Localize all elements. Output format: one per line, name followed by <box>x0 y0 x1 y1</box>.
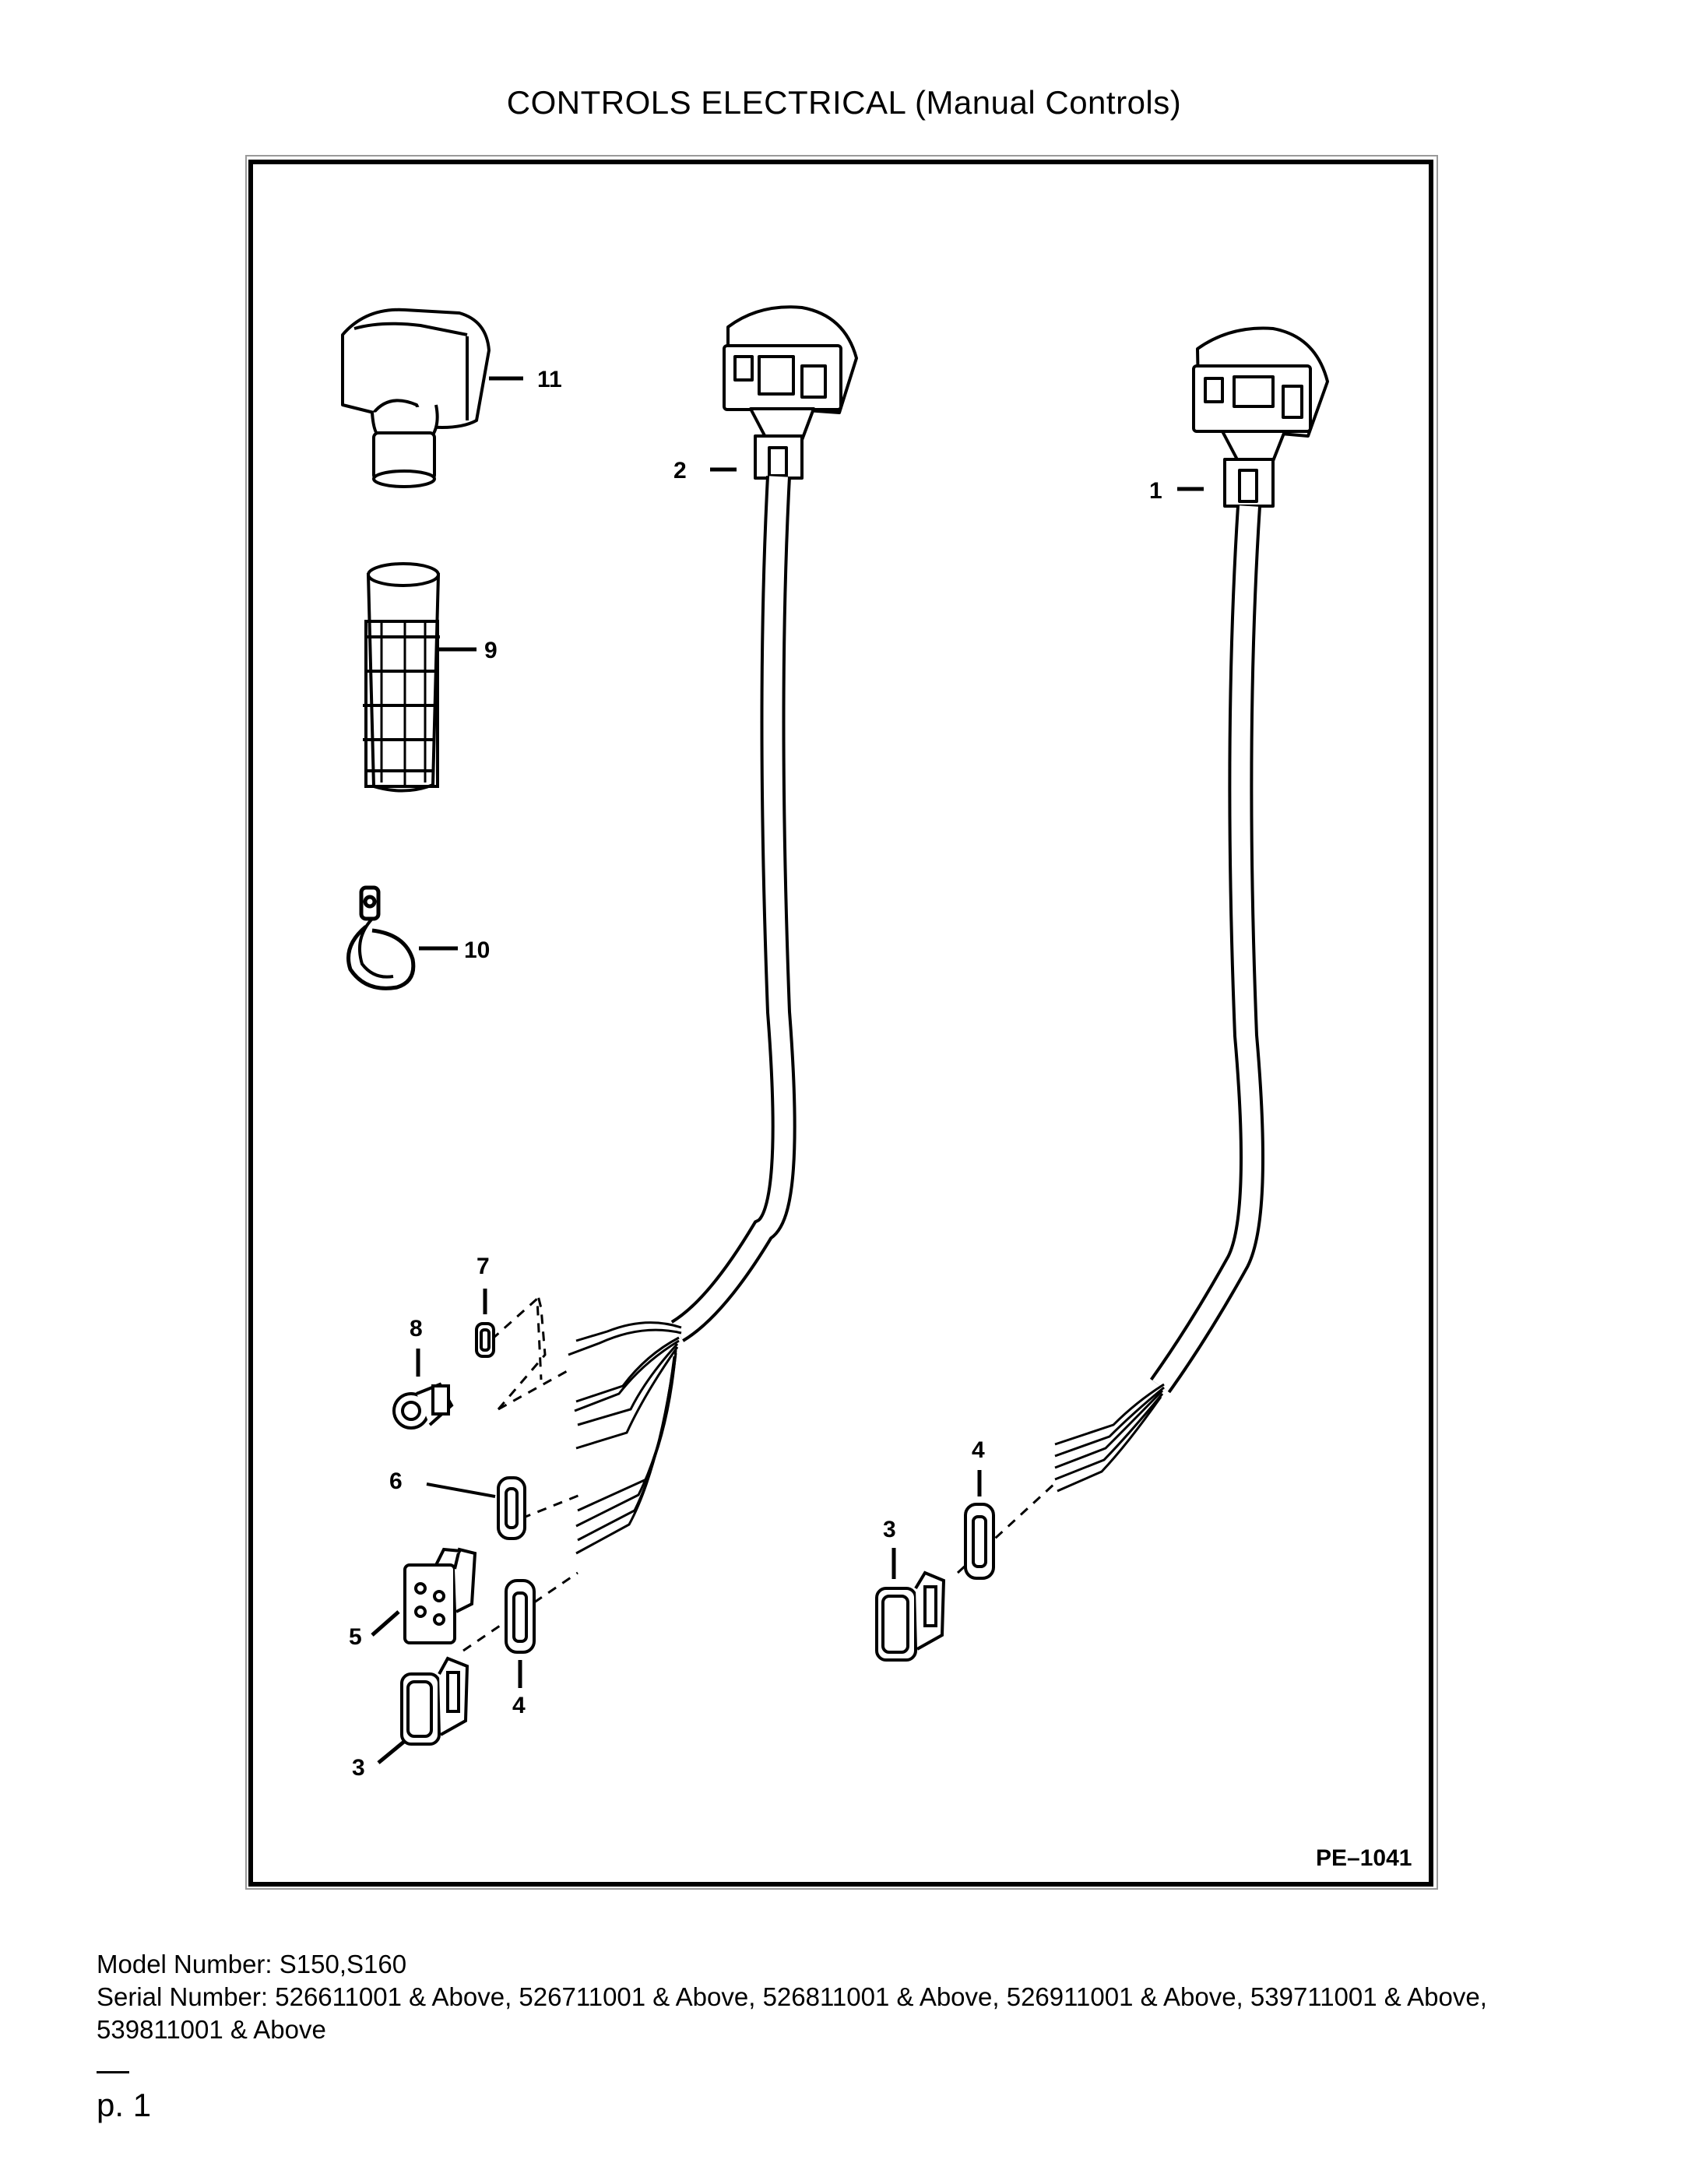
connector-part-8 <box>392 1382 454 1430</box>
model-number: Model Number: S150,S160 <box>97 1950 407 1978</box>
page-title: CONTROLS ELECTRICAL (Manual Controls) <box>506 84 1182 121</box>
cable-1 <box>1149 505 1264 1394</box>
connector-part-5 <box>403 1547 477 1644</box>
handle-grip-part <box>363 562 441 793</box>
callout-5: 5 <box>349 1624 362 1650</box>
seal-part-6 <box>497 1476 526 1540</box>
cable-2 <box>670 476 797 1342</box>
knob-cap-part <box>341 308 491 488</box>
callout-4-right: 4 <box>972 1437 985 1463</box>
cable-clamp-part <box>346 885 416 990</box>
dashed-leaders <box>462 1292 1057 1652</box>
connector-part-3-right <box>875 1570 946 1662</box>
callout-2: 2 <box>673 458 687 484</box>
diagram-frame <box>248 160 1433 1887</box>
connector-part-3-left <box>400 1656 469 1746</box>
seal-part-4-left <box>505 1579 536 1654</box>
serial-number: Serial Number: 526611001 & Above, 526711… <box>97 1982 1487 2044</box>
callout-11: 11 <box>537 367 562 392</box>
control-handle-1 <box>1192 326 1329 508</box>
page-rule <box>97 2071 129 2073</box>
diagram-frame-outer <box>245 155 1438 1890</box>
figure-code: PE–1041 <box>1316 1845 1412 1871</box>
callout-3-left: 3 <box>352 1755 365 1781</box>
seal-part-4-right <box>964 1503 995 1580</box>
wire-bundle-1 <box>1054 1383 1165 1493</box>
page-number: p. 1 <box>97 2087 152 2123</box>
callout-7: 7 <box>477 1254 490 1279</box>
callout-4-left: 4 <box>512 1693 526 1718</box>
callout-8: 8 <box>410 1316 423 1342</box>
callout-3-right: 3 <box>883 1517 896 1542</box>
seal-part-7 <box>475 1322 495 1358</box>
callout-1: 1 <box>1149 478 1162 504</box>
control-handle-2 <box>723 305 858 480</box>
callout-6: 6 <box>389 1468 403 1494</box>
callout-9: 9 <box>484 638 498 663</box>
callout-10: 10 <box>464 937 490 963</box>
wire-bundle-2 <box>568 1321 682 1555</box>
